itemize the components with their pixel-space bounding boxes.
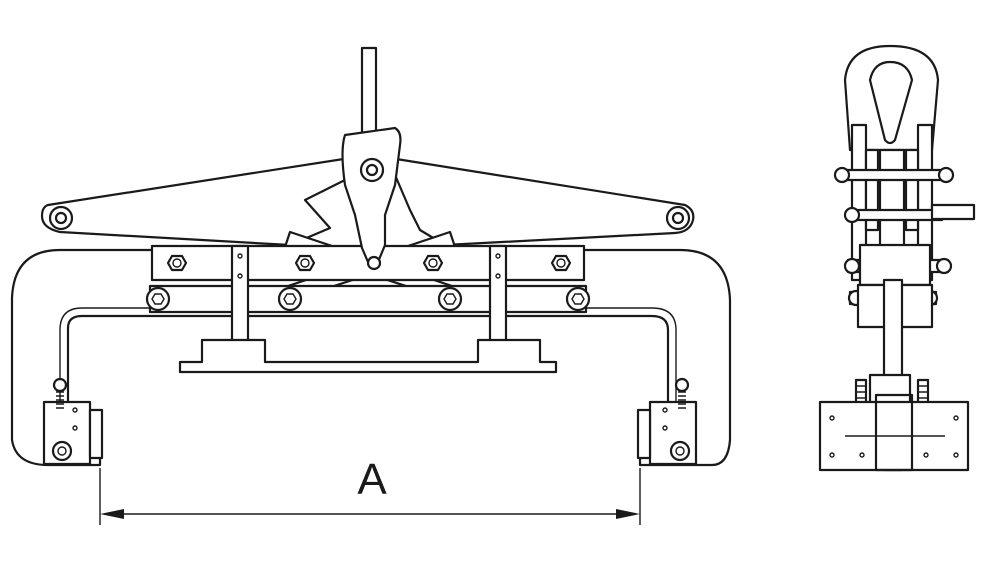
side-nut <box>935 257 953 275</box>
inner-frame-line <box>59 307 677 410</box>
right-support <box>488 244 508 344</box>
side-eye-opening <box>868 60 914 145</box>
right-arm <box>388 156 695 247</box>
round-bolt-4 <box>565 286 591 312</box>
lifting-bar <box>360 46 378 146</box>
hex-bolt-3 <box>422 254 444 272</box>
side-view <box>818 44 976 472</box>
right-jaw-pad <box>636 377 698 466</box>
side-block-upper <box>858 243 932 287</box>
hex-bolt-2 <box>294 254 316 272</box>
left-support <box>230 244 250 344</box>
side-pad-rivet <box>829 452 835 458</box>
right-arm-pivot-inner <box>671 211 685 225</box>
rivet <box>237 273 243 279</box>
round-bolt-2 <box>277 286 303 312</box>
left-jaw-pad <box>42 377 104 466</box>
left-arm-pivot-inner <box>54 211 68 225</box>
outer-frame <box>10 248 732 467</box>
dimension-label: A <box>357 455 387 504</box>
front-view <box>10 46 732 525</box>
side-spring-coils-right <box>918 385 928 411</box>
rivet <box>495 273 501 279</box>
rivet <box>237 253 243 259</box>
base-plate <box>178 338 558 374</box>
side-nut <box>843 257 861 275</box>
side-nut <box>843 206 861 224</box>
side-pin-top <box>836 168 952 182</box>
side-spring-coils-left <box>856 385 866 411</box>
round-bolt-3 <box>437 286 463 312</box>
hex-bolt-4 <box>550 254 572 272</box>
dimension-arrow-right <box>616 509 640 519</box>
shackle-lower-pin <box>366 255 382 271</box>
side-pad-rivet <box>953 415 959 421</box>
lower-beam <box>148 284 588 314</box>
side-nut <box>937 166 955 184</box>
shackle-body <box>341 126 402 264</box>
side-pad-rivet <box>859 452 865 458</box>
left-arm <box>40 156 357 247</box>
side-shaft <box>930 203 976 221</box>
side-pad-rivet <box>829 415 835 421</box>
dimension-a <box>99 468 641 525</box>
side-pad-rivet <box>923 452 929 458</box>
dimension-arrow-left <box>100 509 124 519</box>
side-jaw-inner <box>874 393 914 472</box>
side-nut <box>833 166 851 184</box>
shackle-pin-inner <box>365 163 379 177</box>
round-bolt-1 <box>145 286 171 312</box>
hex-bolt-1 <box>166 254 188 272</box>
rivet <box>495 253 501 259</box>
side-center-plate <box>878 148 906 252</box>
side-pad-rivet <box>953 452 959 458</box>
side-pin-mid <box>846 208 944 222</box>
